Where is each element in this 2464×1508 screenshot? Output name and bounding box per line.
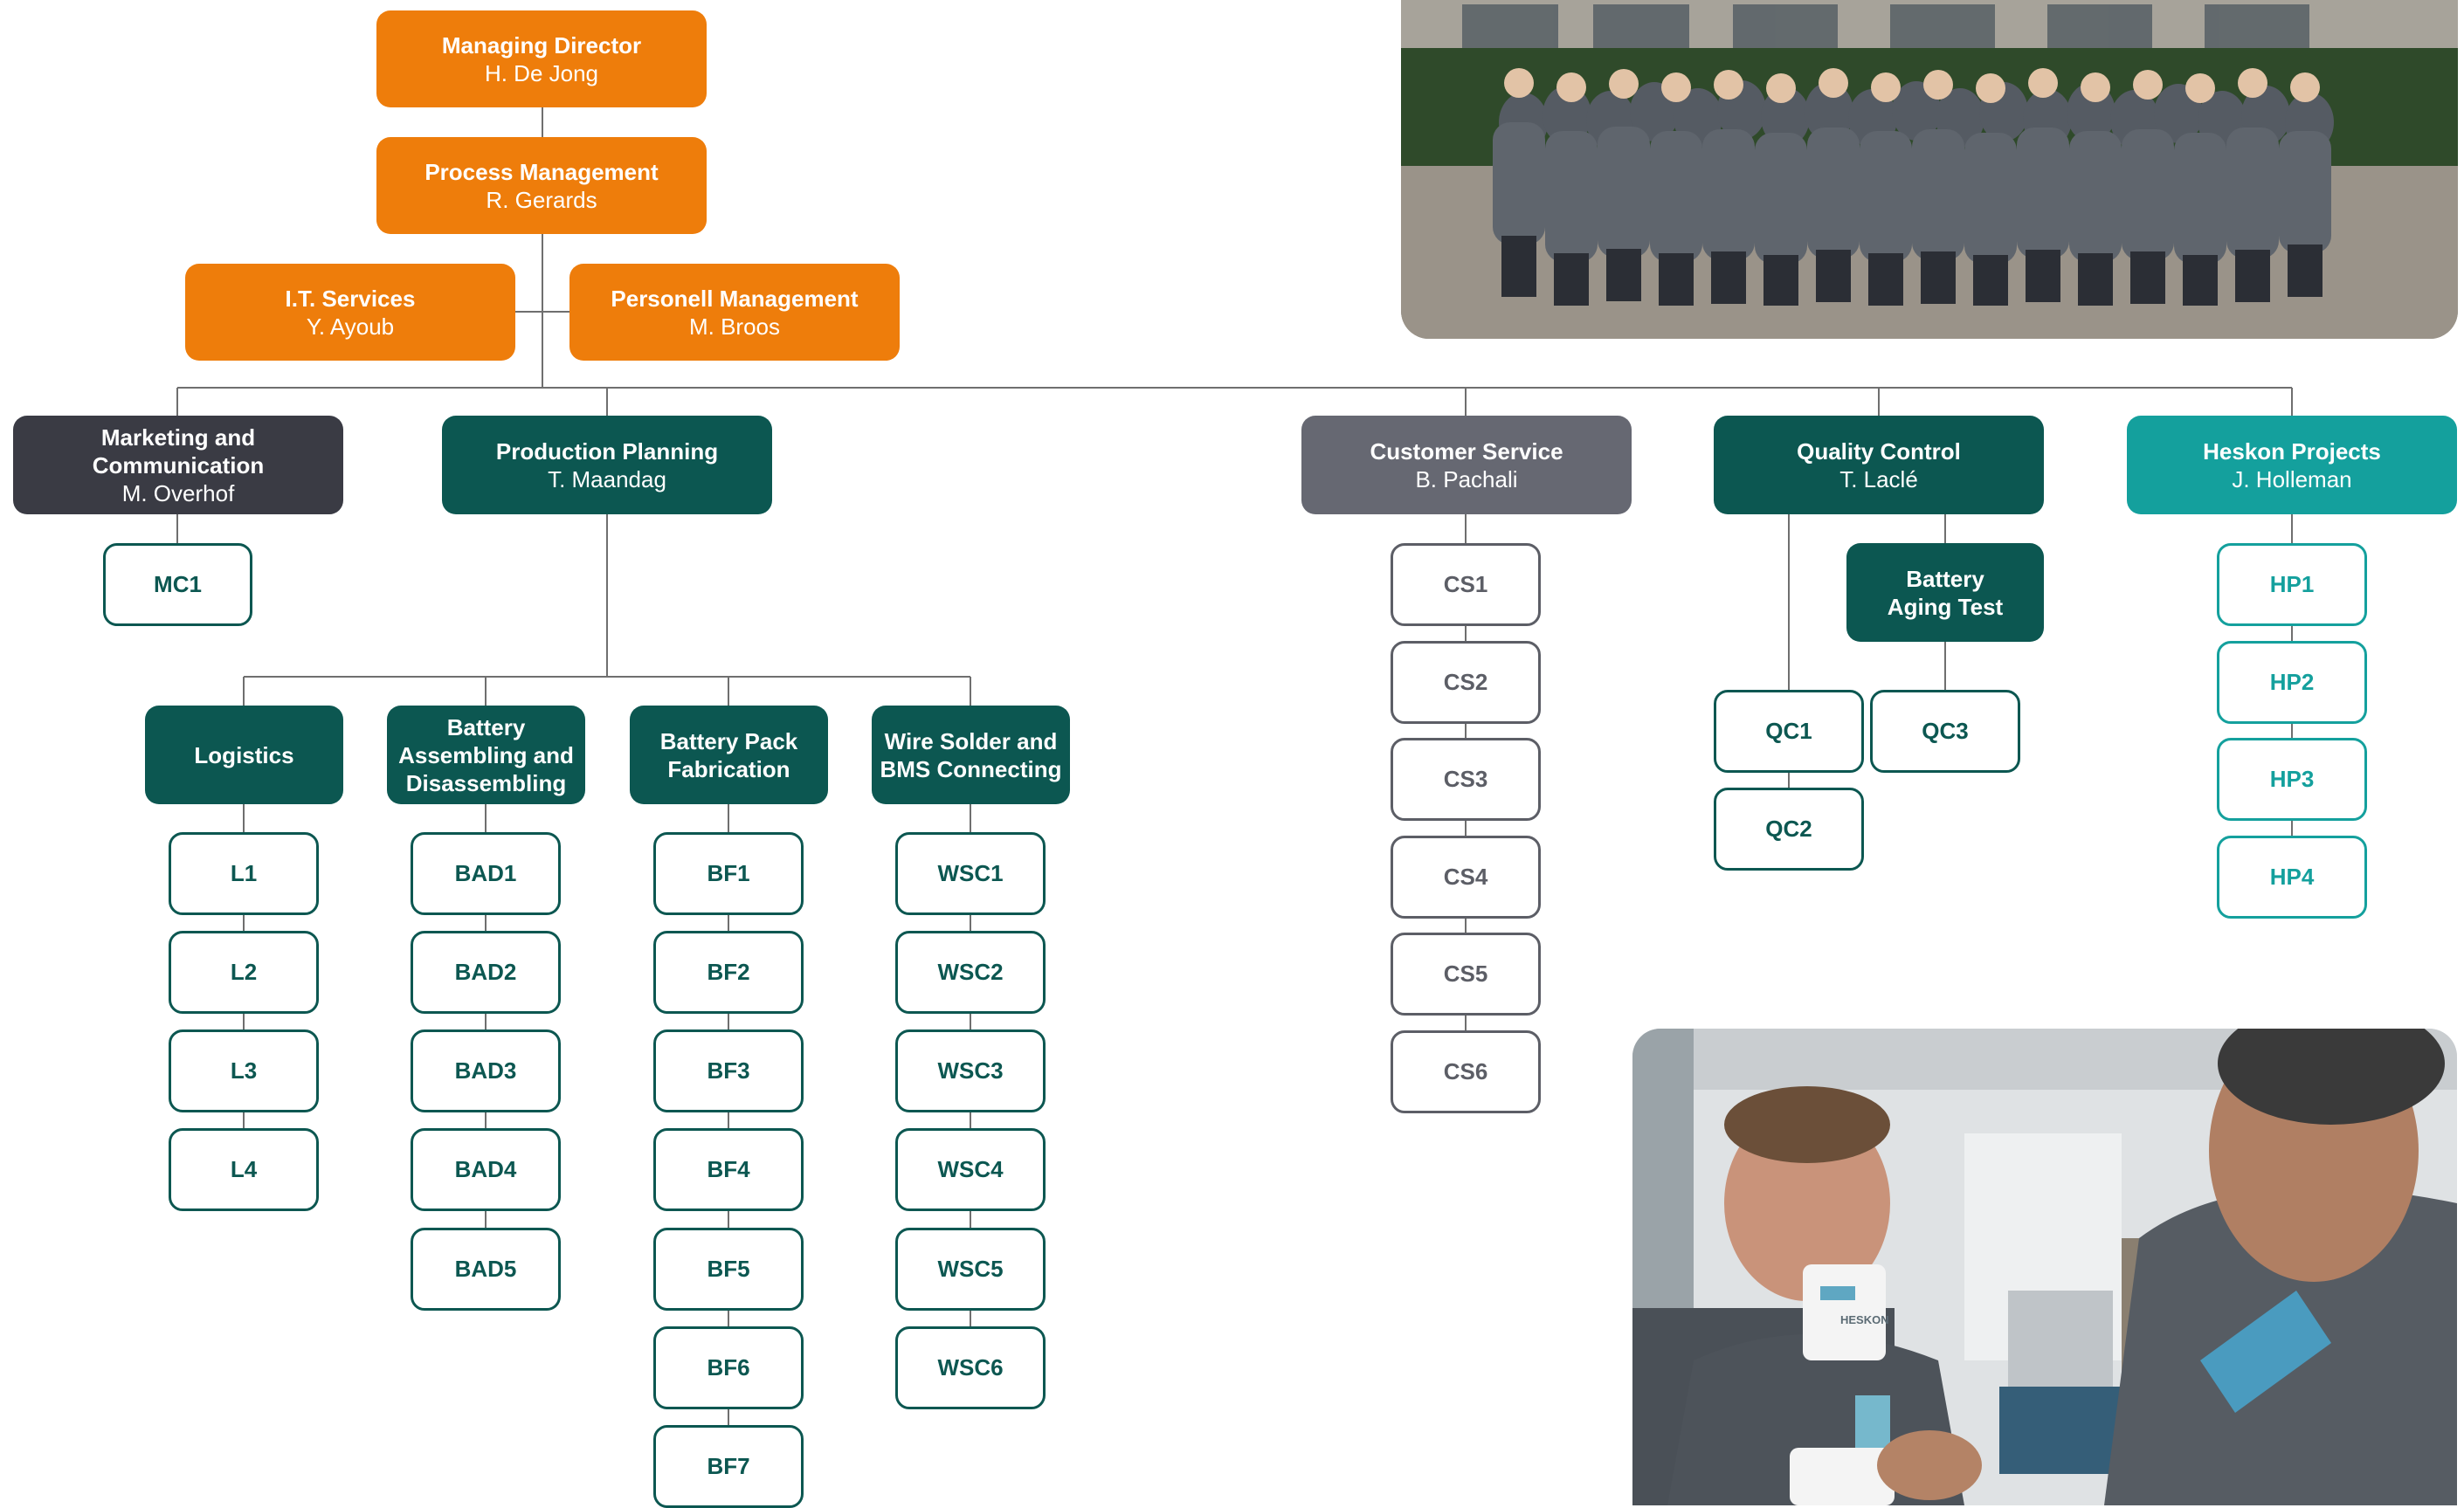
team-photo	[1401, 0, 2458, 339]
unit-box: HP2	[2217, 641, 2367, 724]
unit-box: QC3	[1870, 690, 2020, 773]
unit-box: L4	[169, 1128, 319, 1211]
unit-box: BAD5	[411, 1228, 561, 1311]
unit-box: BF1	[653, 832, 804, 915]
unit-box: BF6	[653, 1326, 804, 1409]
unit-box: BF3	[653, 1029, 804, 1112]
unit-box: CS4	[1391, 836, 1541, 919]
node-name: R. Gerards	[486, 186, 597, 213]
unit-box: BF7	[653, 1425, 804, 1508]
unit-box: BF4	[653, 1128, 804, 1211]
unit-box: HP3	[2217, 738, 2367, 821]
node-title: Marketing and Communication	[92, 423, 265, 479]
managing-director-box: Managing Director H. De Jong	[376, 10, 707, 107]
unit-box: BAD2	[411, 931, 561, 1014]
battery-assembling-box: Battery Assembling and Disassembling	[387, 706, 585, 804]
node-title: Wire Solder and BMS Connecting	[880, 727, 1062, 782]
unit-box: L2	[169, 931, 319, 1014]
node-title: Production Planning	[495, 437, 719, 465]
node-title: I.T. Services	[285, 285, 416, 312]
node-name: M. Broos	[688, 313, 781, 340]
team-photo-illustration	[1401, 0, 2458, 339]
personell-management-box: Personell Management M. Broos	[569, 264, 900, 361]
node-title: Logistics	[194, 741, 294, 768]
unit-box: HP4	[2217, 836, 2367, 919]
unit-box: WSC1	[895, 832, 1046, 915]
heskon-projects-box: Heskon Projects J. Holleman	[2127, 416, 2457, 514]
node-name: B. Pachali	[1415, 465, 1518, 492]
node-title: Process Management	[424, 158, 659, 185]
mug-logo-text: HESKON	[1840, 1313, 1889, 1326]
battery-aging-test-box: Battery Aging Test	[1846, 543, 2044, 642]
node-title: Battery Assembling and Disassembling	[398, 713, 574, 796]
unit-box: BF5	[653, 1228, 804, 1311]
unit-box: CS1	[1391, 543, 1541, 626]
node-title: Personell Management	[611, 285, 859, 312]
node-title: Customer Service	[1370, 437, 1563, 465]
logistics-box: Logistics	[145, 706, 343, 804]
node-title: Battery Aging Test	[1887, 565, 2004, 620]
unit-box: BAD1	[411, 832, 561, 915]
unit-box: QC2	[1714, 788, 1864, 871]
node-name: T. Laclé	[1839, 465, 1918, 492]
process-management-box: Process Management R. Gerards	[376, 137, 707, 234]
unit-box: L1	[169, 832, 319, 915]
node-title: Quality Control	[1797, 437, 1961, 465]
node-name: H. De Jong	[484, 59, 599, 86]
unit-box: WSC4	[895, 1128, 1046, 1211]
unit-box: HP1	[2217, 543, 2367, 626]
node-name: Y. Ayoub	[306, 313, 395, 340]
node-title: Managing Director	[441, 31, 642, 59]
customer-service-box: Customer Service B. Pachali	[1301, 416, 1632, 514]
unit-box: WSC2	[895, 931, 1046, 1014]
marketing-communication-box: Marketing and Communication M. Overhof	[13, 416, 343, 514]
battery-pack-fabrication-box: Battery Pack Fabrication	[630, 706, 828, 804]
node-name: J. Holleman	[2232, 465, 2352, 492]
unit-box: BAD3	[411, 1029, 561, 1112]
quality-control-box: Quality Control T. Laclé	[1714, 416, 2044, 514]
unit-box: CS6	[1391, 1030, 1541, 1113]
unit-box: MC1	[103, 543, 252, 626]
node-name: M. Overhof	[121, 479, 235, 506]
workshop-photo-illustration: HESKON	[1632, 1029, 2457, 1505]
unit-box: BF2	[653, 931, 804, 1014]
unit-box: BAD4	[411, 1128, 561, 1211]
unit-box: L3	[169, 1029, 319, 1112]
node-title: Heskon Projects	[2203, 437, 2381, 465]
production-planning-box: Production Planning T. Maandag	[442, 416, 772, 514]
unit-box: WSC5	[895, 1228, 1046, 1311]
node-name: T. Maandag	[548, 465, 666, 492]
unit-box: CS2	[1391, 641, 1541, 724]
unit-box: WSC6	[895, 1326, 1046, 1409]
workshop-photo: HESKON	[1632, 1029, 2457, 1505]
wire-solder-box: Wire Solder and BMS Connecting	[872, 706, 1070, 804]
unit-box: CS5	[1391, 933, 1541, 1016]
unit-box: WSC3	[895, 1029, 1046, 1112]
it-services-box: I.T. Services Y. Ayoub	[185, 264, 515, 361]
unit-box: QC1	[1714, 690, 1864, 773]
unit-box: CS3	[1391, 738, 1541, 821]
node-title: Battery Pack Fabrication	[659, 727, 798, 782]
